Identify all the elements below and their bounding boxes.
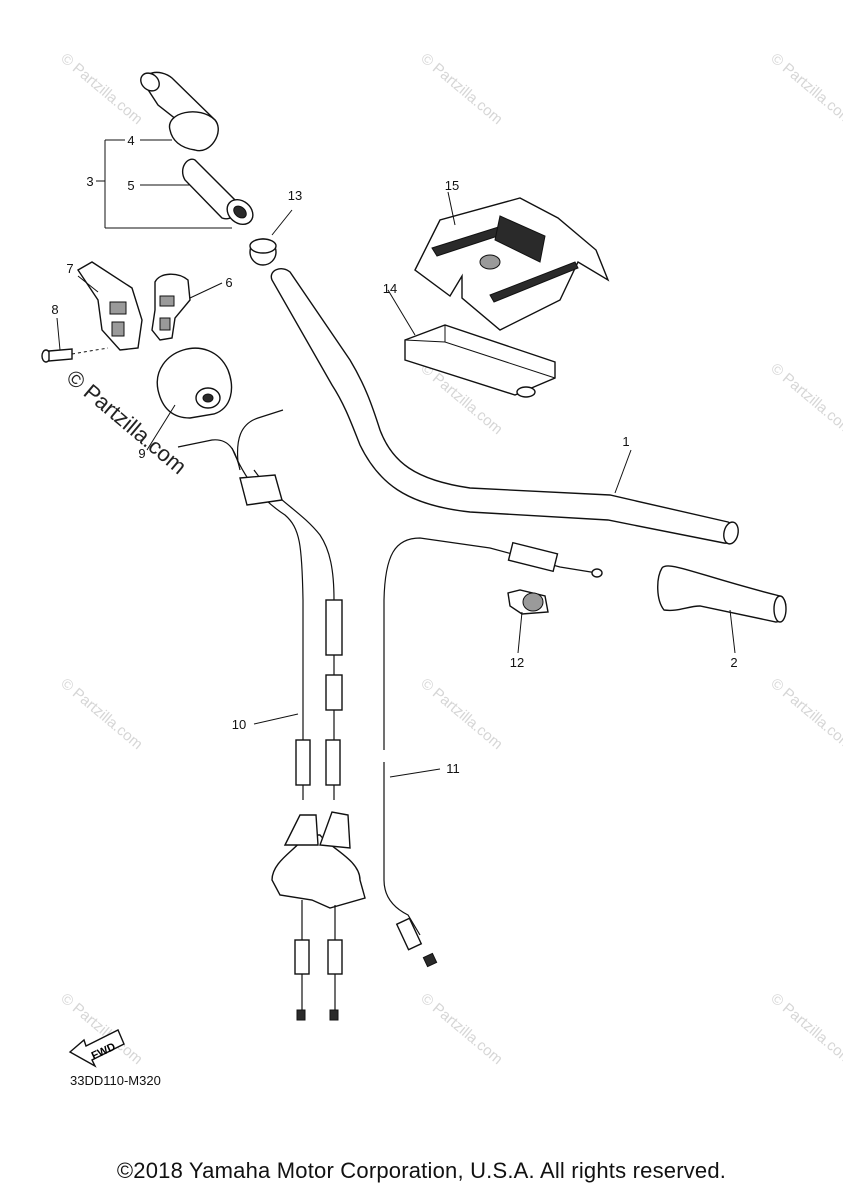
throttle-housing-lower <box>77 261 143 351</box>
clutch-cable <box>383 537 603 968</box>
watermark: © Partzilla.com <box>417 675 505 753</box>
throttle-housing-upper <box>151 273 191 341</box>
callout-1: 1 <box>622 434 629 449</box>
callout-7: 7 <box>66 261 73 276</box>
watermark: © Partzilla.com <box>417 50 505 128</box>
callout-11: 11 <box>446 761 460 776</box>
watermark: © Partzilla.com <box>57 675 145 753</box>
callout-10: 10 <box>232 717 246 732</box>
callout-4: 4 <box>127 133 134 148</box>
watermark: © Partzilla.com <box>767 50 843 128</box>
callout-9: 9 <box>138 446 145 461</box>
watermark: © Partzilla.com <box>767 990 843 1068</box>
throttle-sleeve <box>181 158 254 226</box>
callout-3: 3 <box>86 174 93 189</box>
throttle-grip <box>140 71 219 152</box>
callout-15: 15 <box>445 178 459 193</box>
grip-assembly-bracket <box>96 139 232 229</box>
callout-13: 13 <box>288 188 302 203</box>
throttle-cable-assembly <box>177 409 366 1021</box>
diagram-code: 33DD110-M320 <box>70 1073 161 1088</box>
callout-5: 5 <box>127 178 134 193</box>
copyright-notice: ©2018 Yamaha Motor Corporation, U.S.A. A… <box>116 1158 727 1183</box>
callout-12: 12 <box>510 655 524 670</box>
throttle-cover <box>156 347 233 419</box>
handlebar-pad-cover <box>414 197 610 331</box>
callout-14: 14 <box>383 281 397 296</box>
callout-8: 8 <box>51 302 58 317</box>
watermark: © Partzilla.com <box>417 990 505 1068</box>
callout-6: 6 <box>225 275 232 290</box>
watermark: © Partzilla.com <box>767 360 843 438</box>
cable-adjuster <box>507 589 549 615</box>
watermark: © Partzilla.com <box>57 50 145 128</box>
collar <box>249 209 293 266</box>
watermark: © Partzilla.com <box>767 675 843 753</box>
callout-2: 2 <box>730 655 737 670</box>
handlebar-pad <box>404 324 556 398</box>
callout-labels: 1 2 3 4 5 6 7 8 9 10 11 12 13 14 15 <box>51 133 737 776</box>
screw <box>41 347 109 363</box>
handlebar <box>270 268 739 545</box>
grip <box>657 565 787 623</box>
leader-lines <box>56 191 736 778</box>
